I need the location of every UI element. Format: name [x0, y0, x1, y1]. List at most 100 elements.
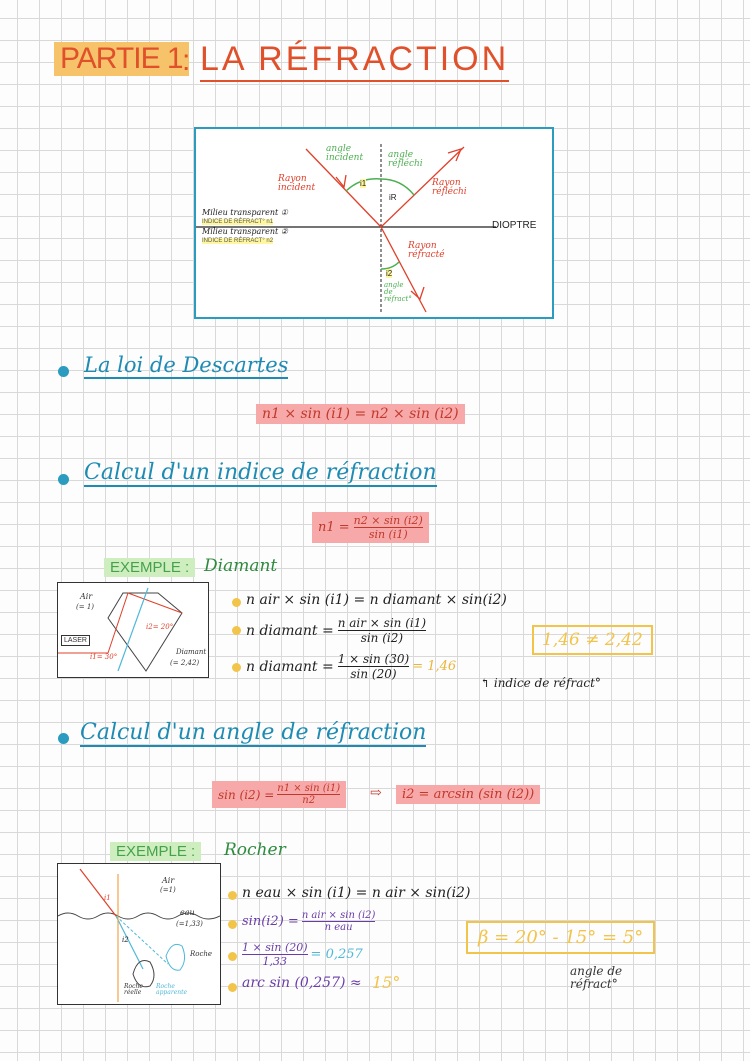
bullet-icon — [232, 598, 241, 607]
reflected-ray — [380, 146, 465, 228]
milieu1-label: Milieu transparent ① — [202, 208, 288, 217]
rocher-roche-label: Roche — [190, 950, 213, 958]
refracted-angle-arc — [380, 261, 400, 270]
beta-box: β = 20° - 15° = 5° — [466, 921, 656, 954]
diamant-label: Diamant — [176, 648, 207, 656]
diamond-normal — [117, 587, 149, 672]
rocher-line-2-left: sin(i2) = — [242, 914, 299, 929]
bullet-icon — [228, 920, 237, 929]
rayon-incident-label: Rayon incident — [278, 174, 316, 193]
air-label: Air — [80, 592, 93, 601]
section-heading-angle: Calcul d'un angle de réfraction — [80, 720, 427, 748]
diamant-n-label: (= 2,42) — [170, 659, 200, 667]
bullet-icon — [58, 474, 69, 485]
rocher-figure-svg — [58, 868, 220, 1002]
diamant-line-1: n air × sin (i1) = n diamant × sin(i2) — [246, 592, 507, 608]
indice-note: ↰ indice de réfract° — [480, 676, 601, 690]
angle-formula-left: sin (i2) = — [218, 787, 275, 802]
refraction-diagram-svg — [196, 144, 496, 314]
angle-reflechi-label: angle réfléchi — [388, 150, 423, 169]
diamant-line-3: n diamant = 1 × sin (30) sin (20) = 1,46 — [246, 652, 456, 681]
rock-real — [132, 960, 155, 988]
diamant-result: = 1,46 — [412, 659, 457, 674]
rocher-figure: Air (=1) eau (=1,33) Roche Roche réelle … — [57, 863, 221, 1005]
indice1-label: INDICE DE RÉFRACT° n1 — [202, 219, 274, 225]
descartes-formula: n1 × sin (i1) = n2 × sin (i2) — [256, 404, 465, 424]
rocher-line-3-den: 1,33 — [262, 955, 288, 968]
rocher-line-3-result: = 0,257 — [310, 947, 363, 962]
refracted-arrow — [410, 286, 425, 301]
diamant-line-2-left: n diamant = — [246, 622, 334, 639]
roche-reelle-label: Roche réelle — [124, 983, 143, 996]
reflected-arrow — [447, 147, 463, 162]
rocher-line-3-fraction: 1 × sin (20) 1,33 — [242, 941, 308, 968]
indice2-label: INDICE DE RÉFRACT° n2 — [202, 238, 274, 244]
reflected-angle-arc — [380, 178, 415, 196]
rocher-i1-label: i1 — [104, 894, 111, 902]
indice-formula-left: n1 = — [318, 520, 350, 535]
angle-incident-label: angle incident — [326, 144, 364, 163]
rocher-line-3: 1 × sin (20) 1,33 = 0,257 — [242, 941, 363, 968]
rocher-line-2-fraction: n air × sin (i2) n eau — [301, 910, 376, 933]
rocher-line-2-den: n eau — [324, 922, 353, 933]
rocher-i2-label: i2 — [122, 936, 129, 944]
diamond-shape — [107, 592, 183, 672]
example-name-diamant: Diamant — [204, 556, 278, 576]
incident-arrow — [335, 174, 347, 189]
i1-label: i1= 30° — [90, 653, 118, 661]
section-heading-indice: Calcul d'un indice de réfraction — [84, 460, 437, 488]
rayon-reflechi-label: Rayon réfléchi — [432, 178, 467, 197]
rocher-eau-n-label: (=1,33) — [176, 920, 203, 928]
i2-label: i2 — [386, 269, 393, 278]
rocher-line-1: n eau × sin (i1) = n air × sin(i2) — [242, 885, 471, 901]
diamant-line-2-num: n air × sin (i1) — [337, 616, 427, 631]
rocher-ray-air — [79, 868, 117, 917]
diamant-line-3-fraction: 1 × sin (30) sin (20) — [337, 652, 410, 681]
rocher-line-2-num: n air × sin (i2) — [301, 910, 376, 922]
arrow-icon: ⇨ — [370, 785, 382, 801]
ir-label: iR — [389, 193, 397, 202]
indice-formula: n1 = n2 × sin (i2) sin (i1) — [312, 512, 429, 543]
diamant-line-2-fraction: n air × sin (i1) sin (i2) — [337, 616, 427, 645]
example-label: EXEMPLE : — [110, 842, 202, 861]
diamant-figure-svg — [58, 587, 183, 672]
title-colon: : — [182, 44, 191, 77]
bullet-icon — [228, 891, 237, 900]
angle-formula-num: n1 × sin (i1) — [277, 783, 341, 795]
rocher-apparent-ray — [115, 915, 169, 965]
angle-formula: sin (i2) = n1 × sin (i1) n2 — [212, 781, 347, 808]
beta-note: angle de réfract° — [570, 964, 623, 992]
milieu2-label: Milieu transparent ② — [202, 227, 288, 236]
rocher-line-4-result: 15° — [372, 973, 401, 992]
diamant-line-3-num: 1 × sin (30) — [337, 652, 410, 667]
rocher-eau-label: eau — [180, 908, 195, 917]
page-title: LA RÉFRACTION — [200, 40, 510, 82]
diamant-figure: Air (= 1) LASER i1= 30° i2= 20° Diamant … — [57, 582, 209, 678]
bullet-icon — [228, 952, 237, 961]
diamant-line-2: n diamant = n air × sin (i1) sin (i2) — [246, 616, 427, 645]
i2-label: i2= 20° — [146, 623, 174, 631]
incident-ray — [305, 148, 382, 228]
laser-label: LASER — [61, 635, 90, 646]
rocher-air-label: Air — [162, 876, 175, 885]
water-surface — [58, 912, 220, 920]
arcsin-formula: i2 = arcsin (sin (i2)) — [396, 785, 541, 804]
angle-fraction: n1 × sin (i1) n2 — [277, 783, 341, 806]
rocher-ray-water — [115, 915, 144, 970]
rocher-air-n-label: (=1) — [160, 886, 176, 894]
indice-fraction: n2 × sin (i2) sin (i1) — [353, 514, 423, 541]
air-n-label: (= 1) — [76, 603, 95, 611]
rocher-line-4: arc sin (0,257) ≈ — [242, 975, 362, 991]
compare-box: 1,46 ≠ 2,42 — [532, 625, 653, 655]
title-part: PARTIE 1 — [54, 42, 189, 76]
example-name-rocher: Rocher — [224, 840, 286, 860]
bullet-icon — [58, 366, 69, 377]
bullet-icon — [228, 983, 237, 992]
i1-label: i1 — [360, 179, 367, 188]
indice-formula-num: n2 × sin (i2) — [353, 514, 423, 528]
roche-apparente-label: Roche apparente — [156, 983, 188, 996]
angle-formula-den: n2 — [302, 795, 316, 806]
example-label: EXEMPLE : — [104, 558, 196, 577]
rocher-line-3-num: 1 × sin (20) — [242, 941, 308, 955]
rock-apparent — [165, 943, 186, 971]
